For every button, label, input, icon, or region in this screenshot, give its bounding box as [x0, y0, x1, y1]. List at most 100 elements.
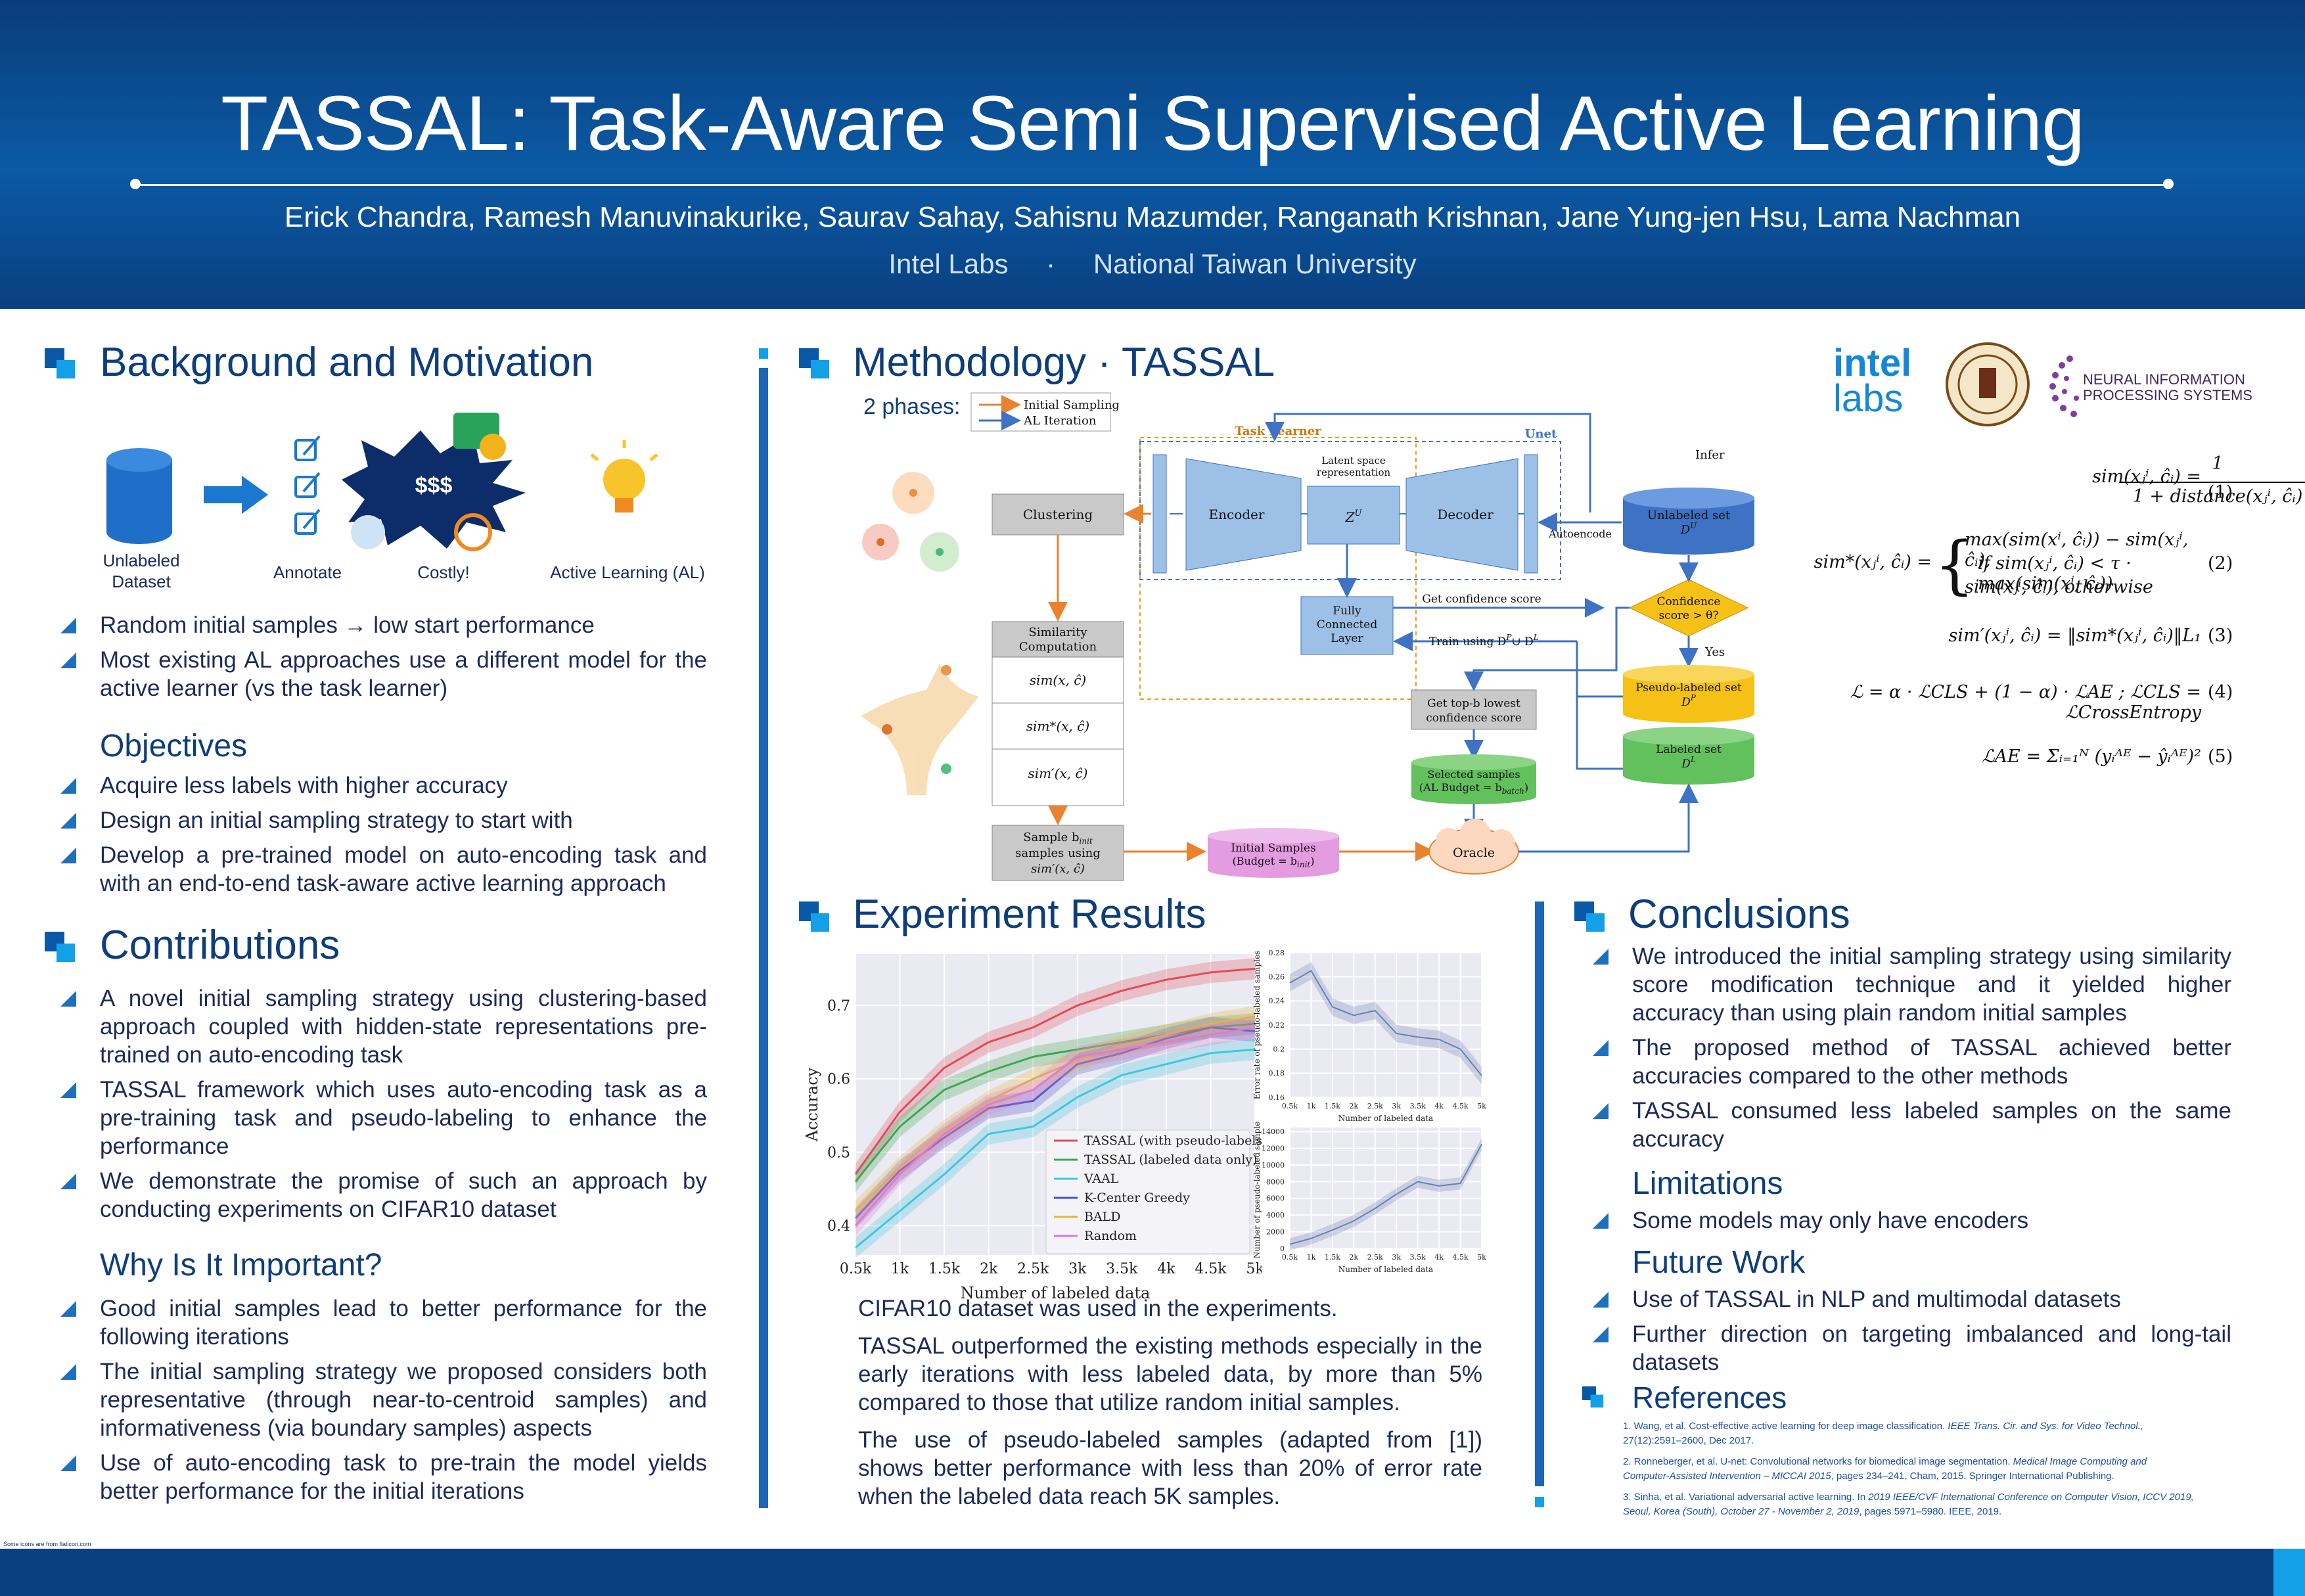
background-bullets: Random initial samples → low start perfo…	[46, 611, 707, 709]
legend-entry: VAAL	[1084, 1172, 1119, 1186]
tassal-diagram: 2 phases: Initial Sampling AL Iteration …	[861, 392, 1754, 881]
icon-credit: Some icons are from flaticon.com	[3, 1541, 91, 1547]
objectives-bullets: Acquire less labels with higher accuracy…	[46, 771, 707, 904]
list-item: Design an initial sampling strategy to s…	[46, 806, 707, 834]
sim-formula-2: sim*(x, ĉ)	[1026, 718, 1089, 734]
confidence-band	[856, 958, 1255, 1185]
x-tick-label: 1k	[1307, 1253, 1316, 1262]
labeled-set-cylinder	[1623, 727, 1754, 785]
y-tick-label: 4000	[1266, 1211, 1285, 1220]
sample-label-2: samples using	[1015, 846, 1101, 860]
legend-initial: Initial Sampling	[1024, 398, 1120, 412]
x-tick-label: 5k	[1246, 1261, 1262, 1277]
chart-legend	[1045, 1129, 1250, 1254]
unlabeled-set-label: Unlabeled set	[1647, 509, 1731, 522]
arrow-right-icon	[204, 476, 268, 514]
fc-label-1: Fully	[1333, 604, 1361, 618]
phase-legend	[970, 392, 1111, 432]
ntu-seal-icon	[1946, 342, 2030, 426]
x-tick-label: 2k	[980, 1261, 998, 1277]
labeled-set-symbol: DL	[1681, 755, 1696, 771]
contributions-title: Contributions	[100, 923, 340, 968]
series-line	[854, 1026, 1256, 1227]
list-item: We demonstrate the promise of such an ap…	[46, 1167, 707, 1223]
al-label: Active Learning (AL)	[550, 562, 705, 582]
contributions-bullets: A novel initial sampling strategy using …	[46, 984, 707, 1230]
x-tick-label: 4.5k	[1452, 1102, 1468, 1110]
y-tick-label: 0.5	[827, 1145, 850, 1161]
equation-4: ℒ = α · ℒCLS + (1 − α) · ℒAE ; ℒCLS = ℒC…	[1850, 682, 2201, 723]
poster-footer	[0, 1549, 2305, 1596]
experiment-paragraph-1: CIFAR10 dataset was used in the experime…	[858, 1296, 1338, 1321]
methodology-title: Methodology · TASSAL	[853, 340, 1275, 385]
equation-2-number: (2)	[2208, 553, 2233, 574]
list-item: Further direction on targeting imbalance…	[1578, 1320, 2231, 1377]
clustering-box	[992, 493, 1124, 536]
y-axis-label: Number of pseudo-labeled samples	[1252, 1121, 1262, 1258]
poster-header	[0, 0, 2305, 309]
confidence-band	[856, 1005, 1255, 1222]
conclusions-title: Conclusions	[1628, 892, 1850, 937]
neurips-logo-icon	[2049, 355, 2079, 417]
section-icon	[45, 932, 75, 962]
x-tick-label: 1.5k	[928, 1261, 961, 1277]
x-tick-label: 0.5k	[1282, 1102, 1298, 1110]
x-tick-label: 2.5k	[1367, 1102, 1383, 1110]
reference-2: 2. Ronneberger, et al. U-net: Convolutio…	[1623, 1456, 2147, 1482]
fc-layer-box	[1300, 596, 1394, 655]
conclusions-bullets: We introduced the initial sampling strat…	[1578, 942, 2231, 1160]
background-icons: $$$ Unlabeled Dataset Annotate Costly! A…	[103, 413, 705, 591]
equation-2-case-1: max(sim(xⁱ, ĉᵢ)) − sim(xⱼⁱ, ĉᵢ),	[1965, 530, 2189, 570]
y-tick-label: 0.22	[1269, 1021, 1285, 1030]
get-confidence-label: Get confidence score	[1422, 593, 1541, 606]
fc-label-3: Layer	[1331, 632, 1363, 645]
x-tick-label: 4.5k	[1195, 1261, 1227, 1277]
series-line	[854, 1022, 1256, 1183]
legend-entry: TASSAL (with pseudo-labels)	[1084, 1133, 1262, 1148]
decoder-label: Decoder	[1437, 507, 1494, 522]
why-title: Why Is It Important?	[100, 1248, 382, 1283]
y-tick-label: 0.28	[1269, 949, 1285, 957]
x-axis-label: Number of labeled data	[1338, 1114, 1433, 1123]
x-tick-label: 2.5k	[1367, 1253, 1383, 1262]
top-b-label-2: confidence score	[1426, 712, 1522, 725]
encoder-block	[1185, 458, 1302, 571]
equation-1-lhs: sim(xⱼⁱ, ĉᵢ) =	[2092, 467, 2201, 487]
experiments-title: Experiment Results	[853, 892, 1206, 937]
costly-label: Costly!	[417, 562, 469, 582]
affiliations: Intel Labs · National Taiwan University	[0, 248, 2305, 280]
y-tick-label: 0.26	[1269, 973, 1285, 982]
y-tick-label: 14000	[1262, 1128, 1285, 1136]
oracle-label: Oracle	[1453, 846, 1495, 860]
similarity-label-2: Computation	[1019, 640, 1097, 654]
experiment-paragraph-2: TASSAL outperformed the existing methods…	[858, 1333, 1482, 1415]
x-tick-label: 3k	[1392, 1253, 1401, 1262]
selected-samples-cylinder	[1411, 754, 1536, 804]
legend-entry: TASSAL (labeled data only)	[1084, 1152, 1258, 1167]
database-icon	[106, 448, 172, 544]
references-list: 1. Wang, et al. Cost-effective active le…	[1623, 1419, 2231, 1519]
yes-label: Yes	[1704, 645, 1725, 659]
x-tick-label: 4.5k	[1452, 1253, 1468, 1262]
column-divider	[1535, 901, 1544, 1486]
future-bullets: Use of TASSAL in NLP and multimodal data…	[1578, 1285, 2231, 1383]
legend-al: AL Iteration	[1023, 414, 1097, 428]
lightbulb-icon	[590, 440, 658, 513]
sample-label-1: Sample binit	[1023, 831, 1093, 846]
initial-label-1: Initial Samples	[1231, 842, 1315, 855]
list-item: A novel initial sampling strategy using …	[46, 984, 707, 1069]
list-item: Acquire less labels with higher accuracy	[46, 771, 707, 800]
future-title: Future Work	[1632, 1245, 1806, 1280]
section-icon	[1574, 901, 1605, 932]
x-tick-label: 3.5k	[1106, 1261, 1138, 1277]
cluster-points-icon	[862, 472, 959, 572]
equation-3-number: (3)	[2208, 626, 2233, 646]
sim-formula-1: sim(x, ĉ)	[1030, 672, 1086, 688]
section-icon	[799, 348, 829, 378]
y-tick-label: 12000	[1262, 1145, 1285, 1153]
list-item: TASSAL consumed less labeled samples on …	[1578, 1097, 2231, 1153]
x-axis-label: Number of labeled data	[1338, 1265, 1433, 1274]
x-tick-label: 3.5k	[1410, 1253, 1426, 1262]
equation-2-case-2: if sim(xⱼⁱ, ĉᵢ) < τ · max(sim(xⁱ, ĉᵢ))	[1978, 553, 2132, 594]
infer-label: Infer	[1695, 448, 1725, 462]
